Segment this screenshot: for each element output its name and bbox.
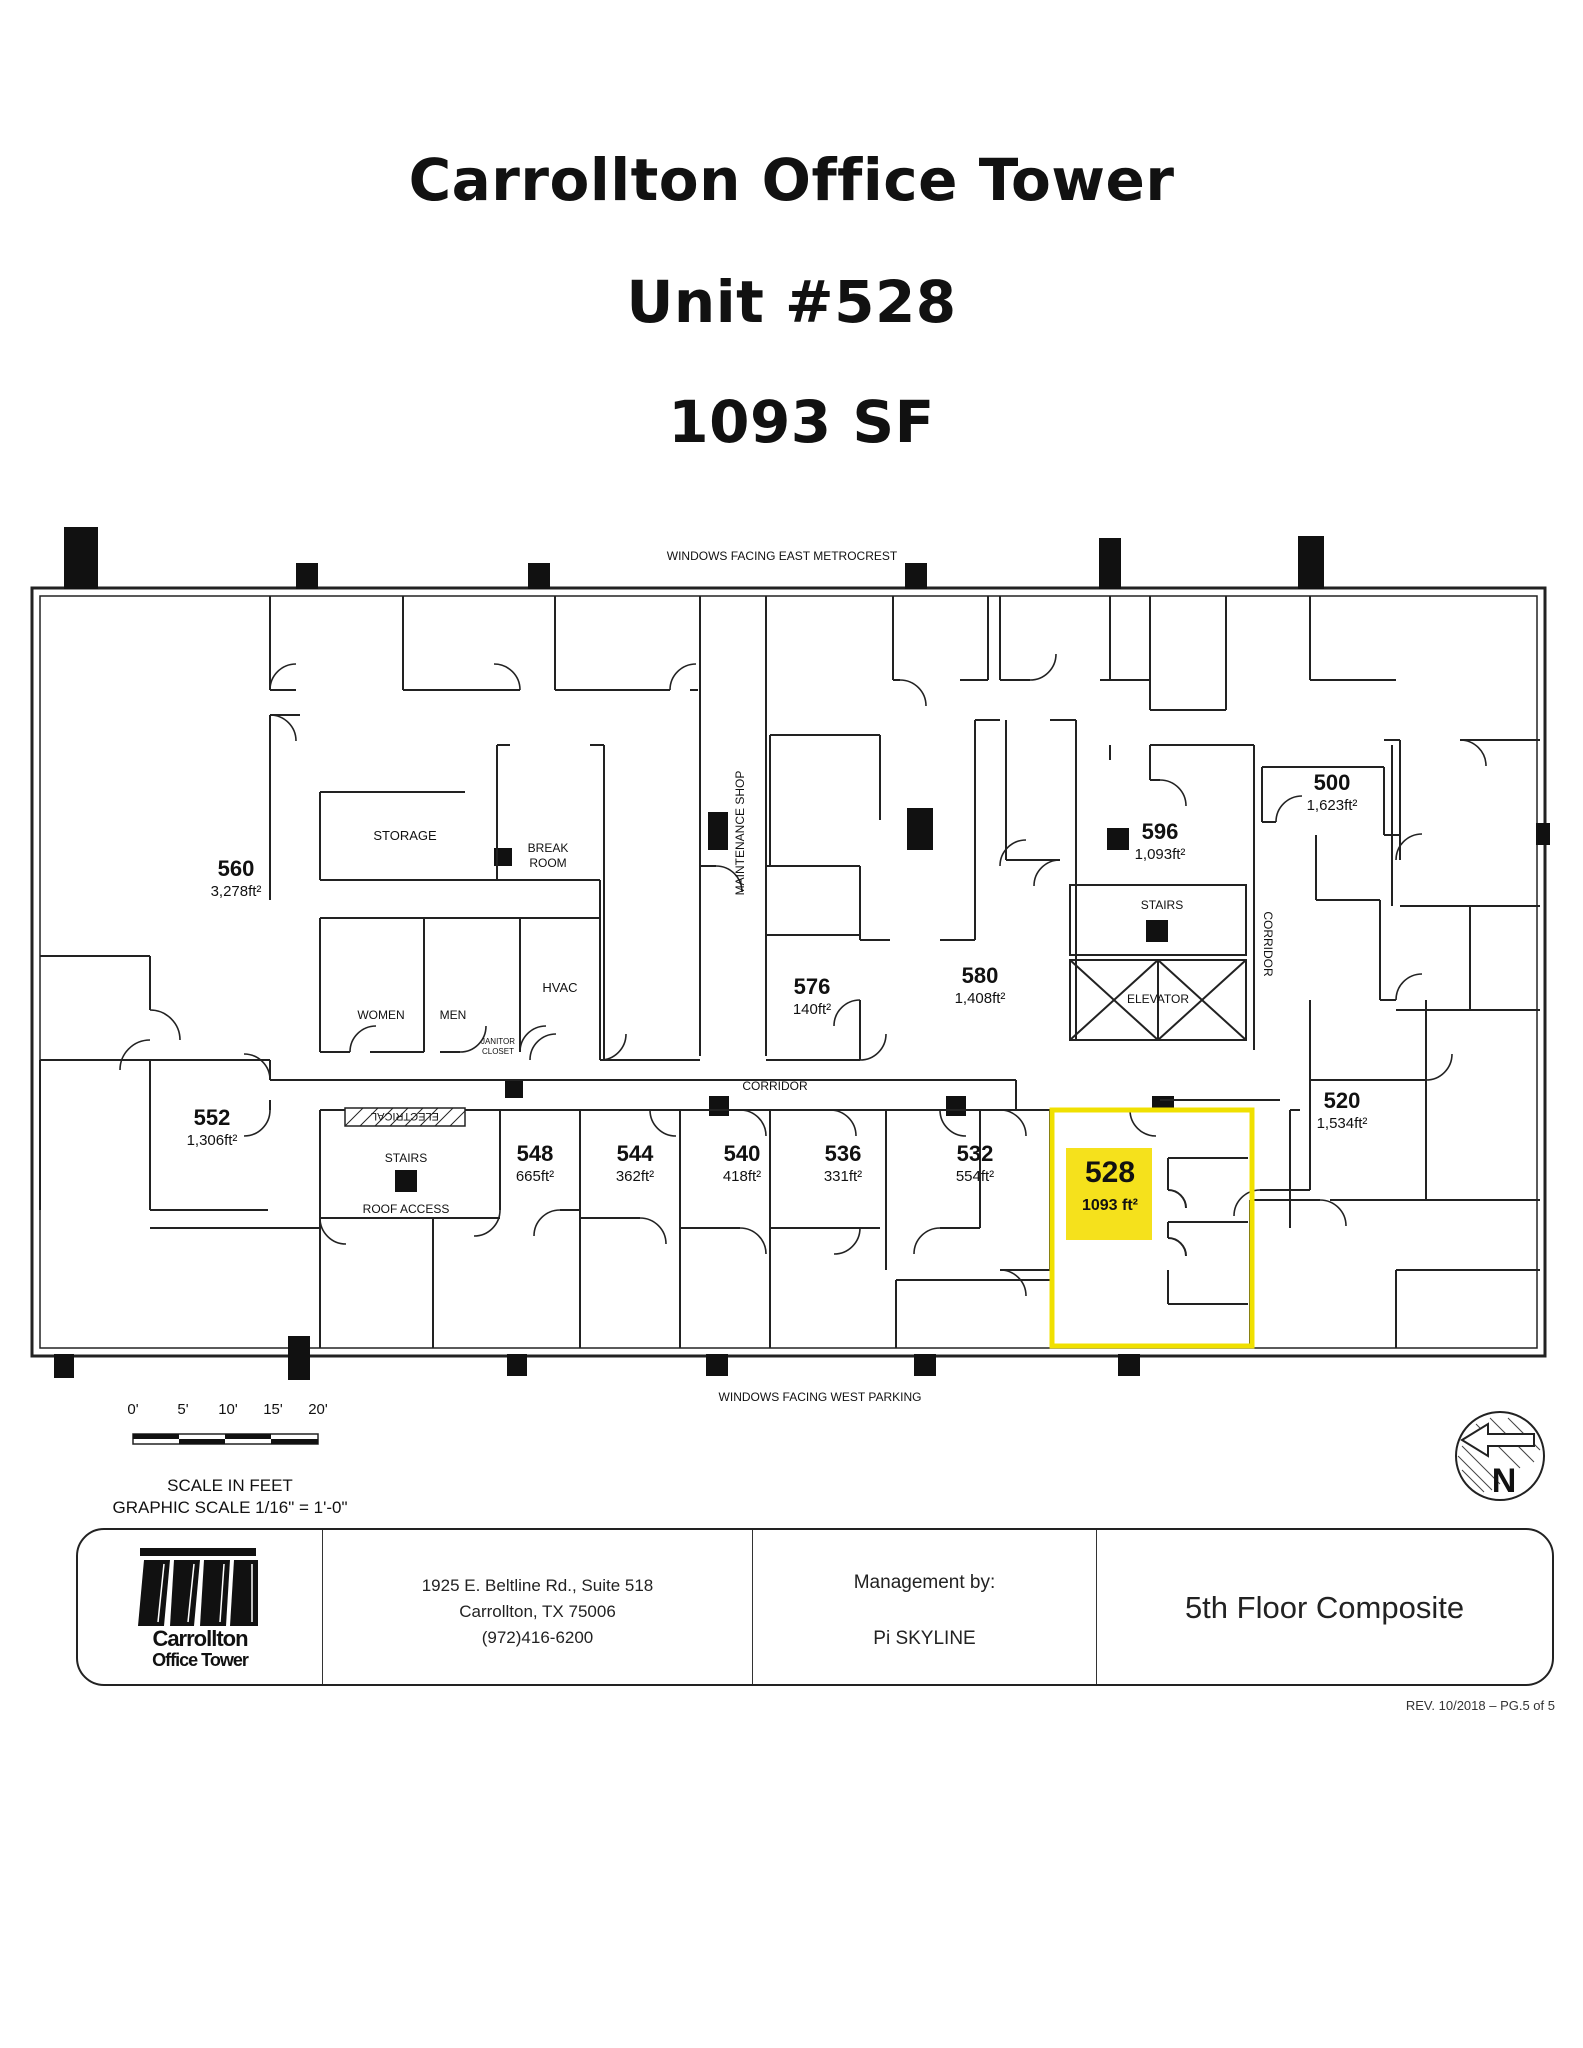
west-windows-label: WINDOWS FACING WEST PARKING bbox=[719, 1390, 922, 1404]
unit-area-540: 418ft² bbox=[723, 1168, 761, 1185]
unit-number-536: 536 bbox=[825, 1141, 862, 1166]
building-logo-icon bbox=[138, 1548, 258, 1626]
stairs-east-box bbox=[1069, 884, 1247, 956]
unit-number-596: 596 bbox=[1142, 819, 1179, 844]
corridor-main-label: CORRIDOR bbox=[742, 1079, 808, 1093]
management-cell: Management by: Pi SKYLINE bbox=[752, 1530, 1096, 1684]
unit-area-580: 1,408ft² bbox=[955, 990, 1006, 1007]
compass-letter: N bbox=[1492, 1462, 1517, 1500]
stairs-east-label: STAIRS bbox=[1141, 898, 1183, 912]
unit-area-528: 1093 ft² bbox=[1082, 1197, 1138, 1214]
logo-line-2: Office Tower bbox=[152, 1650, 249, 1670]
scale-tick-15: 15' bbox=[263, 1401, 283, 1418]
east-windows-label: WINDOWS FACING EAST METROCREST bbox=[667, 549, 898, 563]
address-line-1: 1925 E. Beltline Rd., Suite 518 bbox=[421, 1576, 654, 1595]
unit-area-520: 1,534ft² bbox=[1317, 1115, 1368, 1132]
elevator-label: ELEVATOR bbox=[1127, 992, 1189, 1006]
unit-number-560: 560 bbox=[218, 856, 255, 881]
address-line-2: Carrollton, TX 75006 bbox=[459, 1602, 616, 1621]
interior-walls bbox=[39, 596, 1540, 1348]
unit-area-560: 3,278ft² bbox=[211, 883, 262, 900]
phone-number: (972)416-6200 bbox=[481, 1628, 594, 1647]
unit-number-576: 576 bbox=[794, 974, 831, 999]
unit-title: Unit #528 bbox=[626, 268, 957, 336]
building-title: Carrollton Office Tower bbox=[408, 146, 1175, 214]
unit-number-520: 520 bbox=[1324, 1088, 1361, 1113]
unit-number-500: 500 bbox=[1314, 770, 1351, 795]
stairs-east-icon bbox=[1146, 920, 1168, 942]
unit-area-596: 1,093ft² bbox=[1135, 846, 1186, 863]
unit-number-528: 528 bbox=[1085, 1156, 1135, 1189]
unit-area-536: 331ft² bbox=[824, 1168, 862, 1185]
break-room-label-2: ROOM bbox=[529, 856, 566, 870]
window-columns bbox=[54, 527, 1550, 1380]
scale-caption: SCALE IN FEET bbox=[167, 1476, 293, 1495]
unit-area-576: 140ft² bbox=[793, 1001, 831, 1018]
scale-tick-20: 20' bbox=[308, 1401, 328, 1418]
unit-number-540: 540 bbox=[724, 1141, 761, 1166]
unit-number-552: 552 bbox=[194, 1105, 231, 1130]
scale-tick-10: 10' bbox=[218, 1401, 238, 1418]
outer-wall bbox=[30, 586, 1547, 1358]
logo-cell: Carrollton Office Tower bbox=[78, 1530, 322, 1684]
scale-bar: 0' 5' 10' 15' 20' SCALE IN FEET GRAPHIC … bbox=[113, 1401, 348, 1517]
roof-access-label: ROOF ACCESS bbox=[363, 1202, 450, 1216]
management-label: Management by: bbox=[853, 1572, 996, 1593]
address-cell: 1925 E. Beltline Rd., Suite 518 Carrollt… bbox=[322, 1530, 752, 1684]
north-arrow-icon: N bbox=[1455, 1411, 1545, 1501]
maintenance-label: MAINTENANCE SHOP bbox=[733, 771, 747, 896]
corridor-side-label: CORRIDOR bbox=[1261, 911, 1275, 977]
unit-area-544: 362ft² bbox=[616, 1168, 654, 1185]
sheet-title: 5th Floor Composite bbox=[1184, 1590, 1465, 1625]
revision-note: REV. 10/2018 – PG.5 of 5 bbox=[1405, 1698, 1555, 1713]
women-label: WOMEN bbox=[357, 1008, 404, 1022]
title-block: Carrollton Office Tower 1925 E. Beltline… bbox=[76, 1528, 1554, 1686]
unit-area-552: 1,306ft² bbox=[187, 1132, 238, 1149]
unit-number-544: 544 bbox=[617, 1141, 654, 1166]
area-title: 1093 SF bbox=[668, 388, 935, 456]
scale-tick-5: 5' bbox=[177, 1401, 188, 1418]
logo-line-1: Carrollton bbox=[152, 1626, 248, 1651]
unit-area-548: 665ft² bbox=[516, 1168, 554, 1185]
janitor-label-1: JANITOR bbox=[481, 1037, 515, 1046]
men-label: MEN bbox=[440, 1008, 467, 1022]
unit-number-532: 532 bbox=[957, 1141, 994, 1166]
unit-number-548: 548 bbox=[517, 1141, 554, 1166]
hvac-label: HVAC bbox=[542, 980, 577, 995]
graphic-scale: GRAPHIC SCALE 1/16" = 1'-0" bbox=[113, 1498, 348, 1517]
unit-number-580: 580 bbox=[962, 963, 999, 988]
management-company: Pi SKYLINE bbox=[873, 1628, 976, 1649]
unit-528-outline bbox=[1049, 1107, 1255, 1349]
break-room-label-1: BREAK bbox=[528, 841, 569, 855]
janitor-label-2: CLOSET bbox=[482, 1047, 514, 1056]
door-swings bbox=[119, 653, 1487, 1297]
unit-528-highlight bbox=[1066, 1148, 1152, 1240]
unit-area-500: 1,623ft² bbox=[1307, 797, 1358, 814]
stairs-west-label: STAIRS bbox=[385, 1151, 427, 1165]
unit-area-532: 554ft² bbox=[956, 1168, 994, 1185]
outer-wall-inner bbox=[39, 595, 1538, 1349]
storage-label: STORAGE bbox=[373, 828, 437, 843]
sheet-cell: 5th Floor Composite bbox=[1096, 1530, 1552, 1684]
stairs-west-icon bbox=[395, 1170, 417, 1192]
scale-tick-0: 0' bbox=[127, 1401, 138, 1418]
electrical-label: ELECTRICAL bbox=[371, 1110, 439, 1122]
